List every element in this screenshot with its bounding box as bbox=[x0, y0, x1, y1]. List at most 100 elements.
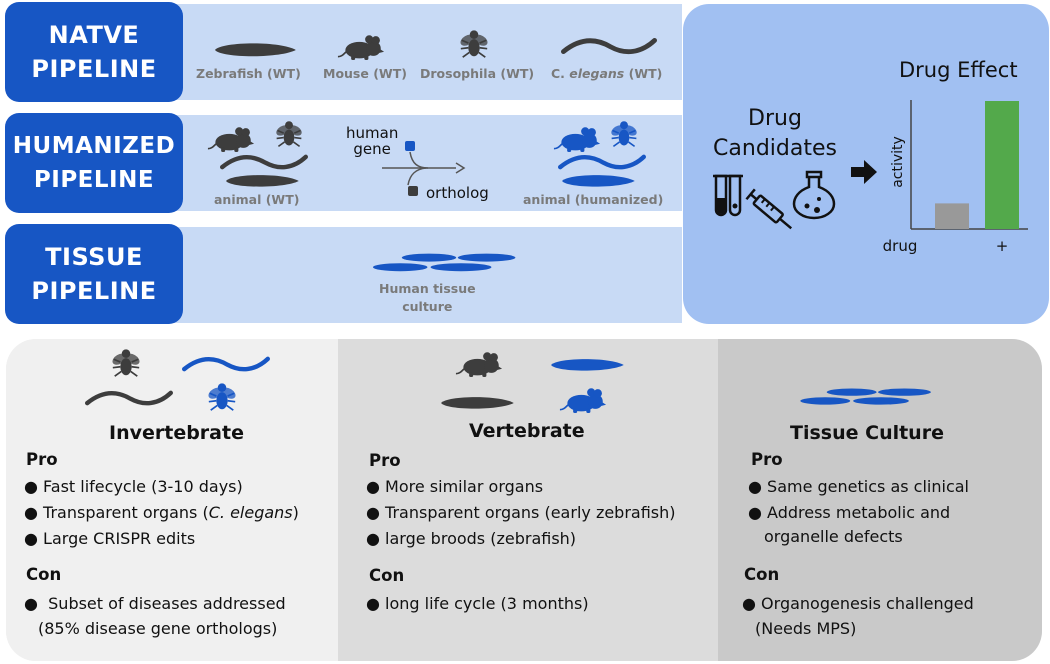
vertebrate-column: Vertebrate Pro ● More similar organs ● T… bbox=[338, 339, 718, 661]
vertebrate-pro-item: ● Transparent organs (early zebrafish) bbox=[366, 503, 676, 522]
invertebrate-pro-text: Large CRISPR edits bbox=[43, 529, 196, 548]
animal-wt-label: animal (WT) bbox=[214, 192, 300, 207]
zebrafish-icon bbox=[211, 40, 299, 60]
zebrafish-icon bbox=[432, 394, 522, 412]
chart-bar-drug0 bbox=[935, 203, 969, 229]
human-tissue-culture-label: Human tissue culture bbox=[379, 280, 476, 316]
invertebrate-pro-post: ) bbox=[292, 503, 299, 522]
native-pipeline-label: NATVE PIPELINE bbox=[5, 2, 183, 102]
c-elegans-post: (WT) bbox=[624, 66, 663, 81]
mouse-label: Mouse (WT) bbox=[323, 66, 407, 81]
vertebrate-con-text: long life cycle (3 months) bbox=[385, 594, 589, 613]
tissue-con-text: Organogenesis challenged bbox=[761, 594, 974, 613]
worm-icon bbox=[556, 34, 662, 58]
tissue-pipeline-line1: TISSUE bbox=[45, 243, 143, 271]
vertebrate-pro-text: large broods (zebrafish) bbox=[385, 529, 577, 548]
gene-swap-arrow-icon bbox=[382, 141, 466, 196]
invertebrate-pro-item: ● Transparent organs (C. elegans) bbox=[24, 503, 299, 522]
mouse-icon bbox=[205, 124, 257, 152]
invertebrate-column: Invertebrate Pro ● Fast lifecycle (3-10 … bbox=[6, 339, 338, 661]
c-elegans-label: C. elegans (WT) bbox=[551, 66, 662, 81]
worm-icon bbox=[212, 151, 316, 173]
invertebrate-pro-text: Fast lifecycle (3-10 days) bbox=[43, 477, 243, 496]
drug-effect-chart: drug + activity bbox=[883, 100, 1028, 255]
humanized-pipeline-line2: PIPELINE bbox=[33, 167, 155, 193]
arrow-right-icon bbox=[851, 160, 877, 184]
humanized-pipeline-label: HUMANIZED PIPELINE bbox=[5, 113, 183, 213]
drug-candidates-line1: Drug bbox=[748, 106, 802, 131]
tissue-pro-item: ● Address metabolic and bbox=[748, 503, 951, 522]
test-tubes-icon bbox=[713, 174, 743, 217]
worm-icon bbox=[80, 387, 178, 409]
mouse-icon bbox=[557, 385, 609, 413]
tissue-con-item-cont: (Needs MPS) bbox=[755, 619, 857, 638]
chart-tick-label: drug bbox=[883, 237, 918, 255]
tissue-pipeline-label: TISSUE PIPELINE bbox=[5, 224, 183, 324]
invertebrate-pro-item: ● Fast lifecycle (3-10 days) bbox=[24, 477, 243, 496]
animal-humanized-label: animal (humanized) bbox=[523, 192, 664, 207]
tissue-pipeline-line2: PIPELINE bbox=[31, 277, 157, 305]
c-elegans-em: elegans bbox=[569, 66, 625, 81]
drug-candidates-title: Drug Candidates bbox=[700, 104, 850, 164]
vertebrate-pro-item: ● More similar organs bbox=[366, 477, 544, 496]
drug-effect-title: Drug Effect bbox=[899, 58, 1018, 82]
zebrafish-icon bbox=[545, 356, 629, 374]
worm-icon bbox=[550, 151, 654, 173]
vertebrate-con-item: ● long life cycle (3 months) bbox=[366, 594, 589, 613]
tissue-culture-icon bbox=[358, 252, 540, 276]
vertebrate-pro-item: ● large broods (zebrafish) bbox=[366, 529, 577, 548]
chart-y-label: activity bbox=[890, 136, 906, 188]
comparison-panel: Invertebrate Pro ● Fast lifecycle (3-10 … bbox=[6, 339, 1042, 661]
invertebrate-pro-pre: Transparent organs ( bbox=[43, 503, 209, 522]
tissue-culture-line2: culture bbox=[402, 299, 453, 314]
drug-candidates-line2: Candidates bbox=[713, 136, 837, 161]
tissue-culture-column: Tissue Culture Pro ● Same genetics as cl… bbox=[718, 339, 1042, 661]
c-elegans-pre: C. bbox=[551, 66, 570, 81]
flask-icon bbox=[792, 170, 836, 220]
tissue-pro-text: Same genetics as clinical bbox=[767, 477, 969, 496]
vertebrate-con-heading: Con bbox=[369, 566, 405, 585]
chart-tick-label: + bbox=[996, 237, 1009, 255]
vertebrate-pro-heading: Pro bbox=[369, 451, 401, 470]
drosophila-label: Drosophila (WT) bbox=[420, 66, 535, 81]
human-gene-line1: human bbox=[346, 124, 399, 142]
vertebrate-pro-text: More similar organs bbox=[385, 477, 544, 496]
tissue-culture-line1: Human tissue bbox=[379, 281, 476, 296]
humanized-pipeline-line1: HUMANIZED bbox=[12, 133, 176, 159]
tissue-con-item: ● Organogenesis challenged bbox=[742, 594, 974, 613]
invertebrate-pro-heading: Pro bbox=[26, 450, 58, 469]
native-pipeline-line1: NATVE bbox=[48, 21, 140, 49]
invertebrate-con-item-cont: (85% disease gene orthologs) bbox=[38, 619, 278, 638]
human-gene-line2: gene bbox=[353, 140, 391, 158]
zebrafish-icon bbox=[553, 172, 643, 190]
tissue-con-heading: Con bbox=[744, 565, 780, 584]
fly-icon bbox=[458, 28, 490, 60]
tissue-pro-heading: Pro bbox=[751, 450, 783, 469]
fly-icon bbox=[110, 347, 142, 379]
vertebrate-title: Vertebrate bbox=[469, 420, 585, 442]
fly-icon bbox=[206, 381, 238, 413]
invertebrate-con-item: ● Subset of diseases addressed bbox=[24, 594, 286, 613]
tissue-pro-text: Address metabolic and bbox=[767, 503, 951, 522]
tissue-pro-item: ● Same genetics as clinical bbox=[748, 477, 969, 496]
tissue-culture-title: Tissue Culture bbox=[790, 422, 944, 444]
worm-icon bbox=[178, 353, 274, 375]
native-pipeline-line2: PIPELINE bbox=[31, 55, 157, 83]
invertebrate-title: Invertebrate bbox=[109, 422, 244, 444]
vertebrate-pro-text: Transparent organs (early zebrafish) bbox=[385, 503, 676, 522]
invertebrate-pro-item: ● Large CRISPR edits bbox=[24, 529, 196, 548]
invertebrate-con-text: Subset of diseases addressed bbox=[48, 594, 286, 613]
fly-icon bbox=[274, 119, 304, 149]
mouse-icon bbox=[551, 124, 603, 152]
invertebrate-con-heading: Con bbox=[26, 565, 62, 584]
mouse-icon bbox=[452, 349, 506, 377]
syringe-icon bbox=[745, 188, 793, 230]
human-gene-label: human gene bbox=[346, 125, 398, 157]
zebrafish-icon bbox=[217, 172, 307, 190]
tissue-pro-item-cont: organelle defects bbox=[764, 527, 903, 546]
chart-bar-1 bbox=[985, 101, 1019, 229]
zebrafish-label: Zebrafish (WT) bbox=[196, 66, 301, 81]
tissue-culture-icon bbox=[784, 387, 956, 409]
tissue-pipeline-band bbox=[150, 227, 682, 323]
fly-icon bbox=[609, 119, 639, 149]
